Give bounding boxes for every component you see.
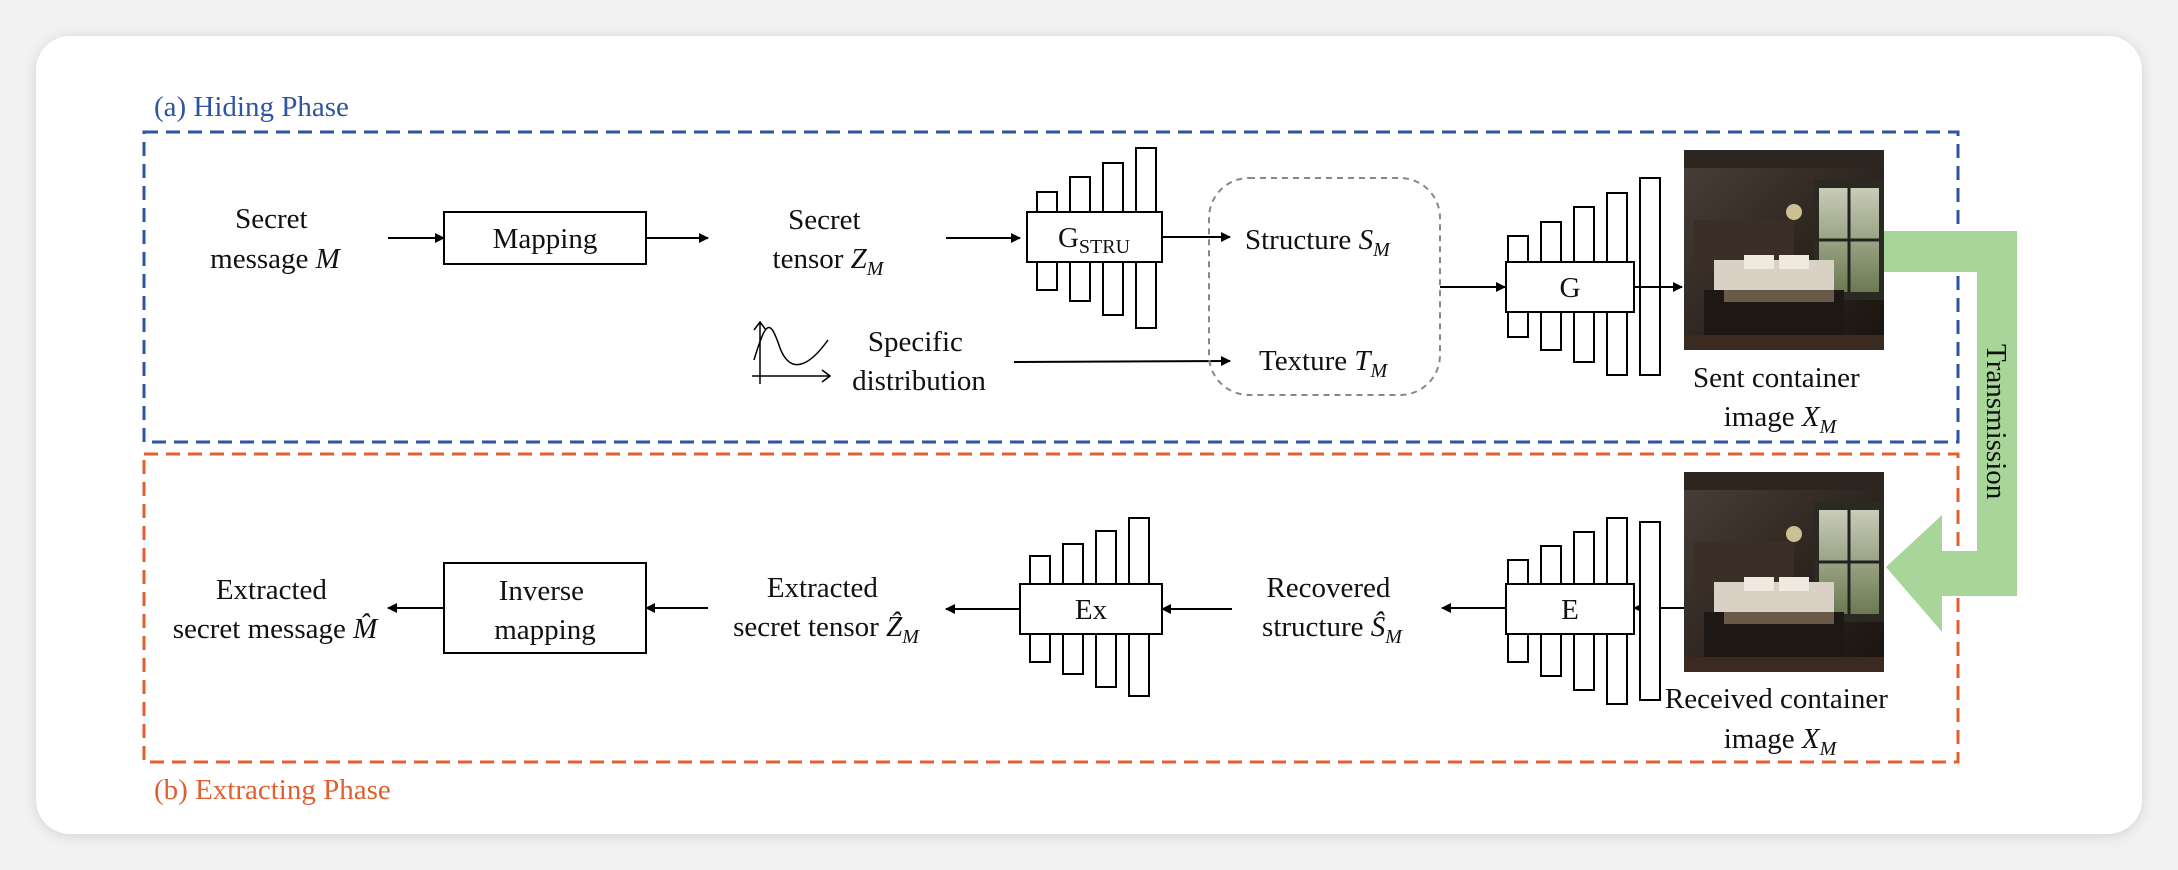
secret-tensor-label: Secret tensor ZM	[773, 204, 885, 280]
hiding-phase-box	[142, 130, 1960, 444]
hiding-phase-title: (a) Hiding Phase	[154, 91, 349, 123]
e-label: E	[1561, 594, 1579, 626]
sent-container-label: Sent container image XM	[1693, 362, 1867, 438]
g-stru-network	[1026, 147, 1163, 329]
extracted-message-label: Extracted secret message M̂	[173, 574, 379, 645]
secret-message-label: Secret message M	[210, 203, 342, 275]
mapping-label: Mapping	[493, 223, 598, 255]
texture-label: Texture TM	[1259, 345, 1389, 382]
extracted-tensor-label: Extracted secret tensor ẐM	[733, 572, 920, 648]
inverse-mapping-box	[443, 562, 647, 654]
structure-texture-group	[1208, 177, 1441, 396]
extracting-phase-box	[142, 452, 1960, 764]
specific-distribution-label: Specific distribution	[852, 326, 986, 397]
received-container-image	[1684, 472, 1884, 672]
transmission-label: Transmission	[1980, 344, 2012, 500]
mapping-box	[443, 211, 647, 265]
e-network	[1505, 517, 1661, 705]
g-stru-label: GSTRU	[1058, 222, 1131, 258]
structure-label: Structure SM	[1245, 224, 1391, 261]
received-container-label: Received container image XM	[1665, 683, 1895, 760]
ex-network	[1019, 517, 1163, 697]
inverse-mapping-label: Inverse mapping	[494, 575, 596, 646]
distribution-icon	[752, 320, 832, 384]
recovered-structure-label: Recovered structure ŜM	[1262, 572, 1403, 648]
extracting-phase-title: (b) Extracting Phase	[154, 774, 391, 806]
g-label: G	[1560, 272, 1581, 304]
transmission-arrow	[1882, 231, 2017, 632]
ex-label: Ex	[1075, 594, 1108, 626]
arrow-distribution-to-texture	[1013, 356, 1231, 367]
g-network	[1505, 177, 1661, 376]
sent-container-image	[1684, 150, 1884, 350]
